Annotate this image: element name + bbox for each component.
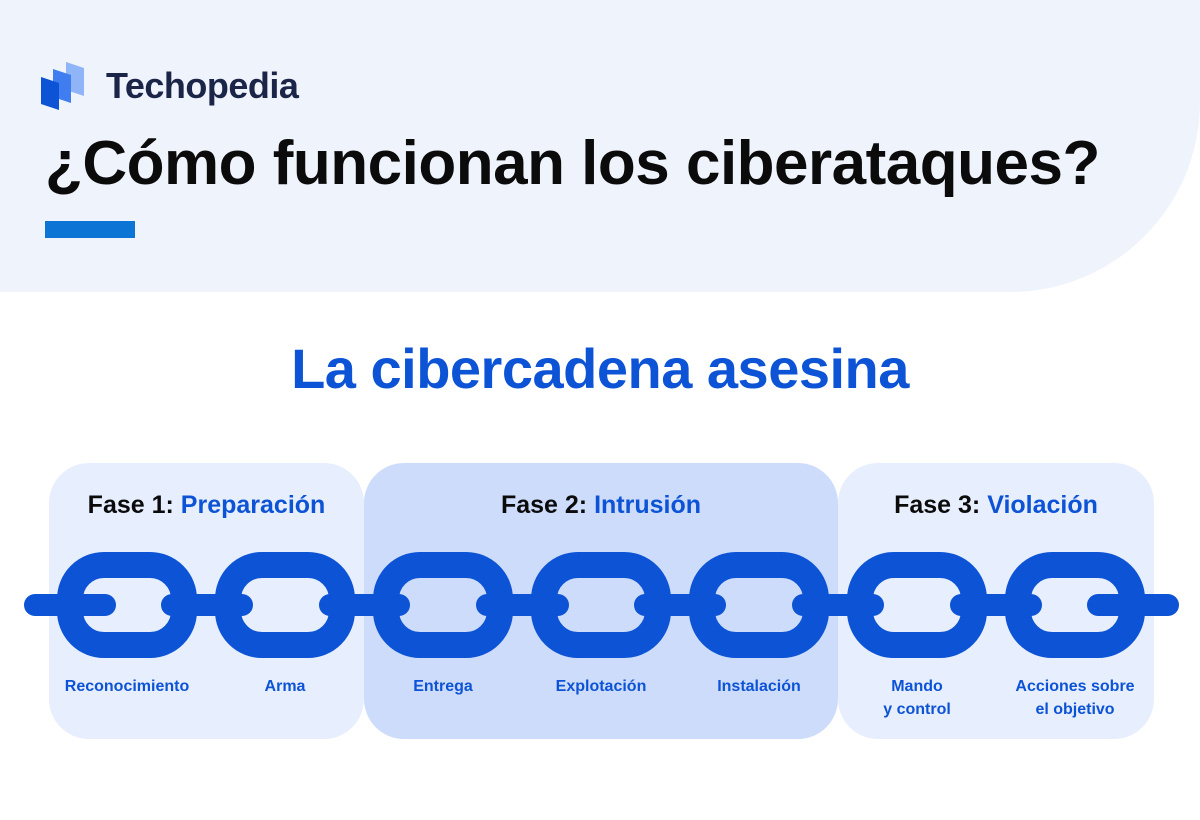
link-label-line: Instalación — [717, 678, 801, 695]
phase-2-number: Fase 2: — [500, 491, 588, 519]
link-label: Acciones sobre el objetivo — [990, 675, 1160, 721]
phase-3-heading: Fase 3: Violación — [838, 491, 1154, 520]
phase-3-name: Violación — [987, 491, 1098, 519]
phase-1-name: Preparación — [180, 491, 326, 519]
link-label-line: Acciones sobre — [1015, 678, 1135, 695]
chain-link — [531, 552, 671, 658]
link-label: Arma — [200, 675, 370, 698]
chain-link — [57, 552, 197, 658]
phase-3-number: Fase 3: — [894, 491, 981, 519]
link-label: Reconocimiento — [42, 675, 212, 698]
techopedia-logo-icon — [41, 62, 84, 110]
chain-link — [689, 552, 829, 658]
page-title: ¿Cómo funcionan los ciberataques? — [45, 129, 1100, 198]
header-panel: Techopedia ¿Cómo funcionan los ciberataq… — [0, 0, 1200, 292]
link-label: Mando y control — [832, 675, 1002, 721]
link-label-line: Arma — [264, 678, 306, 695]
link-label-line: el objetivo — [1035, 701, 1115, 718]
logo: Techopedia — [40, 60, 299, 112]
link-label: Explotación — [516, 675, 686, 698]
link-label-line: Explotación — [555, 678, 647, 695]
phase-1-number: Fase 1: — [87, 491, 174, 519]
link-label-line: Reconocimiento — [64, 678, 190, 695]
brand-name: Techopedia — [106, 65, 299, 106]
chain-link — [215, 552, 355, 658]
phase-1-heading: Fase 1: Preparación — [49, 491, 364, 520]
link-label-line: Mando — [891, 678, 943, 695]
chain-link — [847, 552, 987, 658]
phase-2-heading: Fase 2: Intrusión — [364, 491, 838, 520]
chain-link — [1005, 552, 1145, 658]
link-label-line: Entrega — [413, 678, 473, 695]
diagram-title: La cibercadena asesina — [291, 337, 909, 400]
link-label-line: y control — [883, 701, 951, 718]
chain-link — [373, 552, 513, 658]
phase-2-name: Intrusión — [594, 491, 702, 519]
phase-2-panel: Fase 2: Intrusión — [364, 463, 838, 739]
link-label: Instalación — [674, 675, 844, 698]
title-underline — [45, 221, 135, 238]
link-label: Entrega — [358, 675, 528, 698]
